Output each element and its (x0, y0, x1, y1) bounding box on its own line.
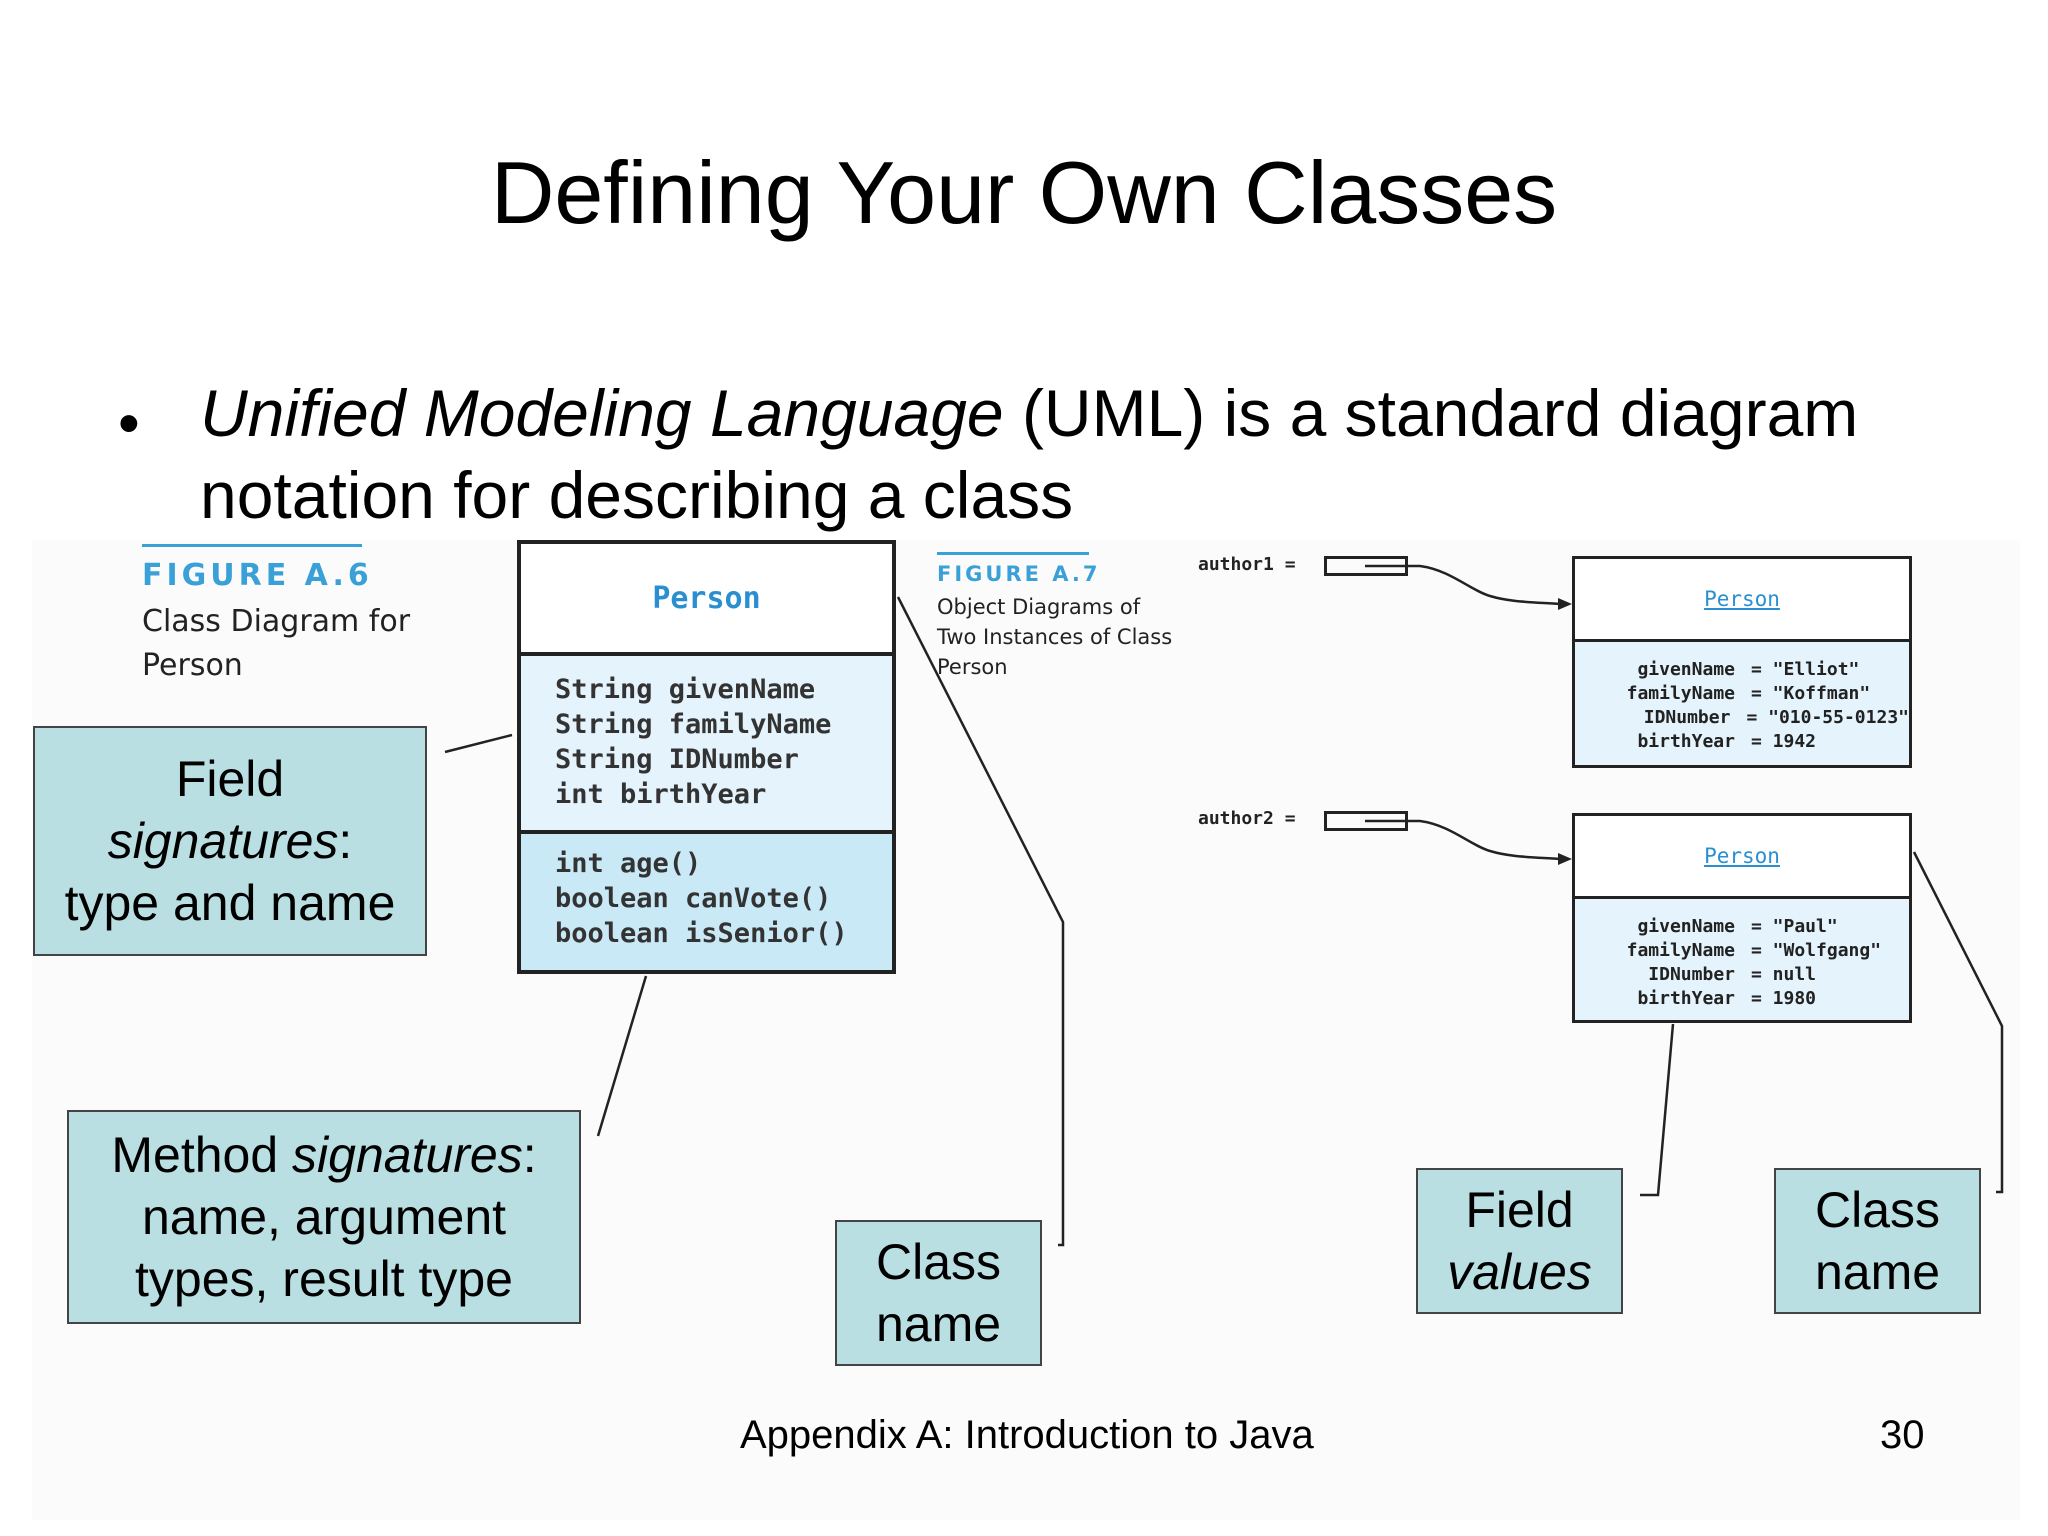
callout-field-values: Field values (1416, 1168, 1623, 1314)
figure-a6-label: FIGURE A.6 (142, 558, 373, 593)
leader-method-signatures (596, 975, 648, 1137)
callout-class-name-left: Class name (835, 1220, 1042, 1366)
field-name: familyName (1626, 683, 1735, 704)
callout-suffix: : (522, 1127, 537, 1183)
callout-line: Class (875, 1234, 1002, 1290)
class-fields-compartment: String givenName String familyName Strin… (521, 656, 892, 834)
reference-author2: author2 = (1198, 808, 1296, 829)
callout-line: signatures: (108, 810, 353, 872)
field-name: IDNumber (1643, 707, 1731, 728)
class-field: String givenName (555, 674, 816, 705)
class-field: int birthYear (555, 779, 767, 810)
class-methods-compartment: int age() boolean canVote() boolean isSe… (521, 834, 892, 970)
field-name: familyName (1626, 940, 1735, 961)
class-method: int age() (555, 848, 702, 879)
object-field-row: familyName = "Wolfgang" (1575, 939, 1909, 963)
figure-a6-caption-line2: Person (142, 648, 243, 683)
object-diagram-author2: Person givenName = "Paul" familyName = "Wo… (1572, 813, 1912, 1023)
object-field-row: familyName = "Koffman" (1575, 682, 1909, 706)
callout-line: Class (1814, 1182, 1941, 1238)
callout-class-name-right: Class name (1774, 1168, 1981, 1314)
leader-field-signatures (444, 733, 513, 754)
leader-class-name-left (896, 596, 1065, 1247)
object-field-row: birthYear = 1980 (1575, 987, 1909, 1011)
class-diagram-person: Person String givenName String familyNam… (517, 540, 896, 974)
arrowhead-author1 (1558, 598, 1572, 610)
field-value: = "Elliot" (1751, 659, 1860, 680)
bullet-text: Unified Modeling Language (UML) is a sta… (200, 372, 1940, 536)
leader-class-name-right (1912, 851, 2004, 1194)
bullet-line2: notation for describing a class (200, 458, 1074, 532)
callout-line: name (1814, 1244, 1941, 1300)
footer-text: Appendix A: Introduction to Java (740, 1413, 1314, 1457)
field-name: IDNumber (1648, 964, 1735, 985)
leader-field-values (1640, 1023, 1675, 1197)
callout-line: Field (175, 751, 285, 807)
figure-a6-caption-line1: Class Diagram for (142, 604, 411, 639)
figure-a6-caption: Class Diagram for Person (142, 600, 410, 688)
object-field-row: givenName = "Paul" (1575, 915, 1909, 939)
field-value: = "Wolfgang" (1751, 940, 1882, 961)
field-value: = "010-55-0123" (1746, 707, 1909, 728)
object-diagram-author1: Person givenName = "Elliot" familyName = "… (1572, 556, 1912, 768)
object-field-row: IDNumber = "010-55-0123" (1575, 706, 1909, 730)
class-field: String IDNumber (555, 744, 799, 775)
callout-field-signatures: Field signatures: type and name (33, 726, 427, 956)
callout-italic: signatures (107, 813, 339, 869)
arrowhead-author2 (1558, 853, 1572, 865)
callout-prefix: Method (111, 1127, 293, 1183)
callout-suffix: : (338, 813, 353, 869)
callout-line: type and name (64, 875, 396, 931)
object-field-values: givenName = "Paul" familyName = "Wolfgang"… (1575, 899, 1909, 1011)
callout-line: Method signatures: (111, 1124, 536, 1186)
callout-line: name (875, 1296, 1002, 1352)
bullet-marker: • (118, 389, 140, 458)
callout-italic: values (1447, 1244, 1592, 1300)
callout-line: types, result type (135, 1251, 513, 1307)
field-name: birthYear (1637, 731, 1735, 752)
field-name: birthYear (1637, 988, 1735, 1009)
field-name: givenName (1637, 659, 1735, 680)
object-class-name: Person (1575, 559, 1909, 642)
class-method: boolean canVote() (555, 883, 832, 914)
slide-title: Defining Your Own Classes (490, 143, 1558, 242)
figure-a7-caption: Object Diagrams of Two Instances of Clas… (937, 592, 1172, 682)
figure-a7-rule (937, 552, 1089, 555)
class-field: String familyName (555, 709, 832, 740)
field-value: = 1980 (1751, 988, 1817, 1009)
figure-a7-caption-line2: Two Instances of Class (937, 625, 1173, 649)
callout-line: name, argument (141, 1189, 507, 1245)
object-field-row: birthYear = 1942 (1575, 730, 1909, 754)
class-method: boolean isSenior() (555, 918, 848, 949)
callout-line: values (1447, 1241, 1592, 1303)
bullet-line1-rest: (UML) is a standard diagram (1003, 376, 1859, 450)
page-number: 30 (1880, 1413, 1925, 1457)
reference-arrow-author2 (1365, 819, 1568, 861)
callout-line: Field (1465, 1182, 1574, 1238)
bullet-italic: Unified Modeling Language (200, 376, 1004, 450)
field-value: = "Koffman" (1751, 683, 1871, 704)
figure-a6-rule (142, 544, 362, 547)
object-class-name: Person (1575, 816, 1909, 899)
callout-italic: signatures (292, 1127, 523, 1183)
reference-arrow-author1 (1365, 564, 1568, 606)
figure-a7-caption-line1: Object Diagrams of (937, 595, 1141, 619)
figure-a7-caption-line3: Person (937, 655, 1008, 679)
object-field-row: givenName = "Elliot" (1575, 658, 1909, 682)
field-name: givenName (1637, 916, 1735, 937)
field-value: = null (1751, 964, 1817, 985)
object-field-values: givenName = "Elliot" familyName = "Koffman… (1575, 642, 1909, 754)
figure-a7-label: FIGURE A.7 (937, 562, 1101, 586)
field-value: = "Paul" (1751, 916, 1838, 937)
class-name-compartment: Person (521, 544, 892, 656)
reference-author1: author1 = (1198, 554, 1296, 575)
field-value: = 1942 (1751, 731, 1817, 752)
callout-method-signatures: Method signatures: name, argument types,… (67, 1110, 581, 1324)
object-field-row: IDNumber = null (1575, 963, 1909, 987)
